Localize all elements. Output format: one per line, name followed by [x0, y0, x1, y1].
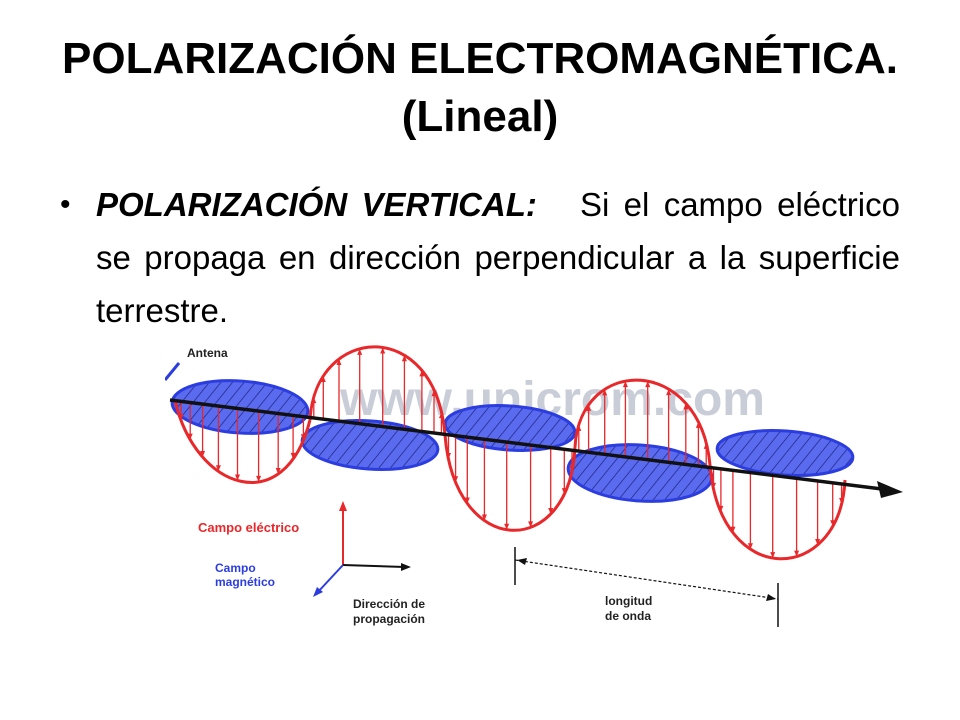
electric-field-arrowhead — [300, 434, 306, 441]
electric-field-arrowhead — [815, 538, 821, 545]
electric-field-arrowhead — [794, 550, 800, 557]
legend-propagation-arrowhead — [401, 563, 411, 571]
propagation-label-line-2: propagación — [353, 612, 425, 626]
electric-field-arrowhead — [576, 424, 582, 431]
electric-field-arrowhead — [431, 390, 437, 397]
wavelength-arrow-right — [766, 594, 776, 601]
electric-field-arrowhead — [311, 397, 317, 404]
electric-field-arrowhead — [438, 412, 444, 419]
wavelength-line — [514, 559, 779, 600]
antenna-label: Antena — [187, 346, 228, 360]
bullet-description: Si el campo eléctrico se propaga en dire… — [96, 186, 900, 329]
electric-field-arrowhead — [711, 482, 717, 489]
electric-field-arrowhead — [464, 497, 470, 504]
electric-field-arrows — [178, 347, 845, 559]
slide-title: POLARIZACIÓN ELECTROMAGNÉTICA. (Lineal) — [40, 30, 920, 146]
antenna-line — [165, 362, 181, 381]
bullet-dot: • — [60, 188, 71, 221]
electric-field-arrowhead — [622, 381, 628, 388]
electric-field-label: Campo eléctrico — [198, 520, 299, 535]
electric-field-arrowhead — [703, 442, 709, 449]
electric-field-arrowhead — [770, 552, 776, 559]
propagation-label-line-1: Dirección de — [353, 597, 425, 611]
electric-field-arrowhead — [561, 488, 567, 495]
propagation-arrowhead — [877, 481, 903, 498]
electric-field-arrowhead — [683, 403, 689, 410]
electric-field-arrowhead — [602, 389, 608, 396]
electric-field-arrowhead — [548, 508, 554, 515]
electric-field-arrowhead — [695, 421, 701, 428]
electric-field-arrowhead — [380, 347, 386, 354]
electric-field-arrowhead — [569, 465, 575, 472]
electric-field-arrowhead — [481, 514, 487, 521]
electric-field-arrowhead — [747, 543, 753, 550]
wave-diagram: www.unicrom.com Antena — [165, 345, 903, 627]
title-line-1: POLARIZACIÓN ELECTROMAGNÉTICA. — [62, 34, 898, 83]
legend-propagation-axis — [342, 564, 406, 568]
electric-field-arrowhead — [453, 476, 459, 483]
electric-field-arrowhead — [586, 404, 592, 411]
electric-field-arrowhead — [419, 370, 425, 377]
electric-field-arrowhead — [445, 453, 451, 460]
magnetic-field-lobes — [170, 379, 855, 503]
electric-field-arrowhead — [275, 467, 281, 474]
electric-field-arrowhead — [256, 475, 262, 482]
bullet-paragraph: • POLARIZACIÓN VERTICAL: Si el campo elé… — [60, 178, 900, 337]
electric-field-arrowhead — [234, 474, 240, 481]
electric-field-arrowhead — [528, 521, 534, 528]
legend-magnetic-axis — [316, 564, 344, 594]
electric-field-arrowhead — [215, 465, 221, 472]
electric-field-arrowhead — [839, 497, 845, 504]
electric-field-arrowhead — [336, 359, 342, 366]
magnetic-field-label-line-1: Campo — [215, 561, 256, 575]
electric-field-arrowhead — [504, 523, 510, 530]
electric-field-arrowhead — [730, 526, 736, 533]
polarization-figure: www.unicrom.com Antena — [165, 335, 910, 635]
title-line-2: (Lineal) — [401, 92, 559, 141]
electric-field-arrowhead — [666, 389, 672, 396]
bullet-term: POLARIZACIÓN VERTICAL: — [96, 186, 537, 223]
electric-lobe — [708, 464, 847, 561]
electric-lobe — [573, 378, 712, 466]
electric-field-arrowhead — [645, 381, 651, 388]
legend-electric-arrowhead — [339, 501, 347, 511]
electric-field-arrowhead — [187, 433, 193, 440]
electric-field-arrowhead — [357, 348, 363, 355]
bullet-text: POLARIZACIÓN VERTICAL: Si el campo eléct… — [96, 178, 900, 337]
wavelength-label-line-2: de onda — [605, 609, 651, 623]
propagation-axis — [169, 398, 891, 492]
magnetic-field-label-line-2: magnético — [215, 575, 275, 589]
electric-field-arrowhead — [290, 452, 296, 459]
legend-magnetic-arrowhead — [313, 587, 323, 597]
electric-field-arrowhead — [401, 355, 407, 362]
electric-field-arrowhead — [200, 450, 206, 457]
wavelength-arrow-left — [517, 558, 527, 565]
electric-field-arrowhead — [320, 376, 326, 383]
electric-field-arrowhead — [830, 520, 836, 527]
electric-lobe — [173, 399, 312, 484]
electric-field-arrowhead — [718, 505, 724, 512]
wavelength-label-line-1: longitud — [605, 594, 652, 608]
electric-field-arrowhead — [178, 414, 184, 421]
